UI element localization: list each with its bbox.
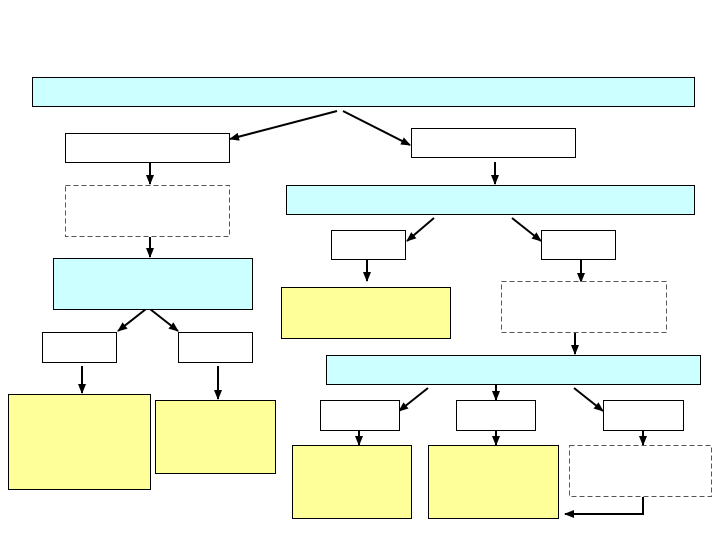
node-yellow-bottom-a	[292, 445, 412, 519]
node-right-small-b	[541, 230, 616, 260]
node-box-yellow-left-tall	[8, 394, 151, 490]
node-left-small-b	[178, 332, 253, 363]
node-box-yellow-left-2	[155, 400, 276, 474]
node-bottom-small-b	[456, 400, 536, 431]
node-right-box-1	[411, 128, 576, 158]
node-box-left-dashed-1	[65, 185, 230, 237]
node-root-bar	[32, 77, 695, 107]
node-bottom-small-c	[603, 400, 684, 431]
node-left-box-1	[65, 133, 230, 163]
node-left-small-a	[42, 332, 117, 363]
arrow-left-cyan-box-to-left-small-b	[149, 308, 179, 332]
node-box-left-small-b	[178, 332, 253, 363]
arrow-root-bar-to-right-box-1	[342, 110, 411, 146]
node-box-right-small-a	[331, 230, 406, 260]
node-box-bottom-small-b	[456, 400, 536, 431]
node-box-left-small-a	[42, 332, 117, 363]
arrow-left-cyan-box-to-left-small-a	[117, 308, 147, 332]
node-bottom-small-a	[320, 400, 400, 431]
node-right-dashed-1	[501, 281, 667, 333]
arrow-bottom-dashed-to-yellow-bottom-b	[564, 497, 644, 518]
node-right-cyan-bar	[286, 185, 695, 215]
node-box-right-small-b	[541, 230, 616, 260]
node-right-small-a	[331, 230, 406, 260]
node-box-bottom-small-a	[320, 400, 400, 431]
node-bottom-dashed	[569, 445, 712, 497]
edges-layer	[78, 110, 647, 518]
node-box-left-box-1	[65, 133, 230, 163]
node-yellow-left-tall	[8, 394, 151, 490]
node-box-right-dashed-1	[501, 281, 667, 333]
arrow-root-bar-to-left-box-1	[229, 110, 338, 141]
node-bottom-cyan-bar	[326, 355, 701, 385]
node-box-right-cyan-bar	[286, 185, 695, 215]
node-box-yellow-bottom-b	[428, 445, 559, 519]
node-box-right-box-1	[411, 128, 576, 158]
node-box-bottom-cyan-bar	[326, 355, 701, 385]
nodes-layer	[8, 77, 712, 519]
arrow-bottom-cyan-bar-to-bottom-small-a	[398, 387, 429, 412]
node-box-bottom-dashed	[569, 445, 712, 497]
arrow-bottom-cyan-bar-to-bottom-small-c	[573, 387, 604, 412]
node-left-cyan-box	[53, 258, 253, 310]
node-yellow-mid	[281, 287, 451, 339]
node-box-yellow-mid	[281, 287, 451, 339]
node-yellow-left-2	[155, 400, 276, 474]
arrow-right-cyan-bar-to-right-small-a	[406, 217, 435, 242]
node-box-root-bar	[32, 77, 695, 107]
node-box-left-cyan-box	[53, 258, 253, 310]
arrow-right-cyan-bar-to-right-small-b	[511, 217, 542, 242]
node-box-yellow-bottom-a	[292, 445, 412, 519]
node-left-dashed-1	[65, 185, 230, 237]
node-yellow-bottom-b	[428, 445, 559, 519]
node-box-bottom-small-c	[603, 400, 684, 431]
